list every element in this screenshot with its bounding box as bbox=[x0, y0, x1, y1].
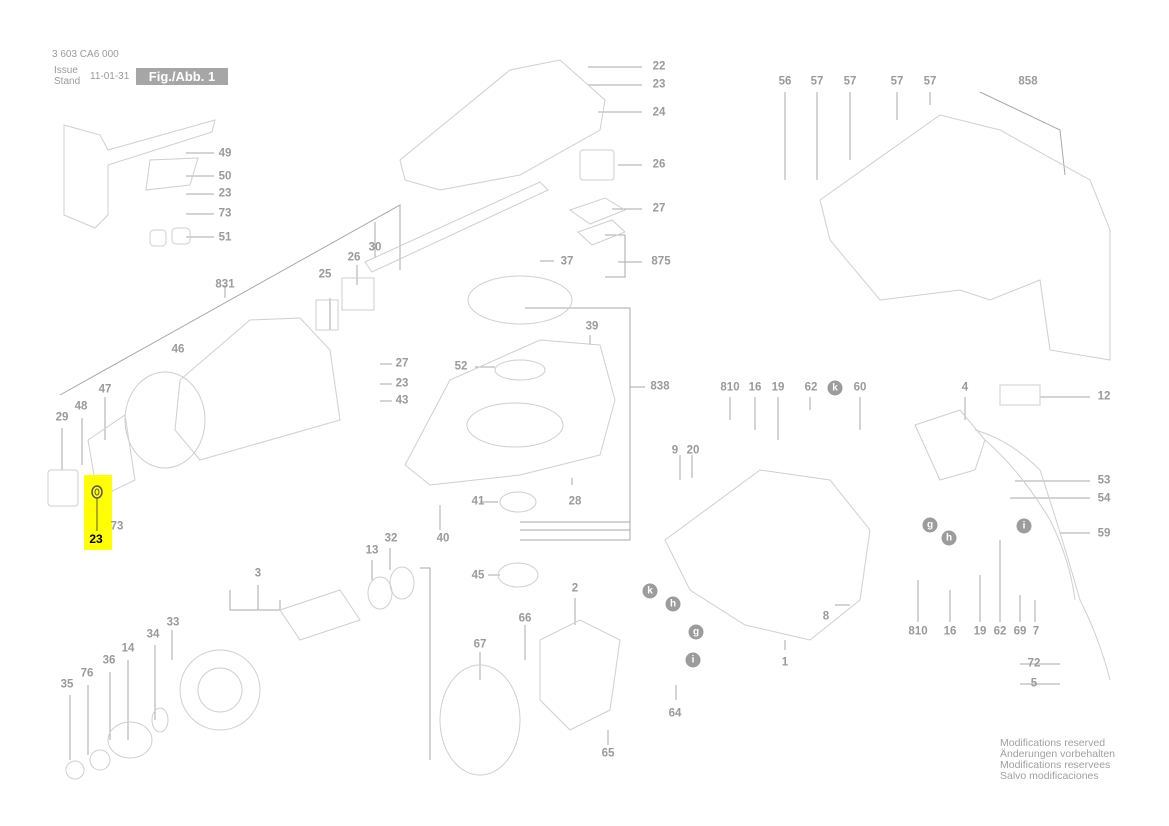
wire-code-badge: k bbox=[642, 583, 658, 599]
part-label: 66 bbox=[518, 612, 532, 625]
part-label: 33 bbox=[166, 616, 180, 629]
part-label: 64 bbox=[668, 707, 682, 720]
wire-code-badge: h bbox=[941, 530, 957, 546]
part-label: 36 bbox=[102, 654, 116, 667]
part-label: 20 bbox=[686, 444, 700, 457]
part-label: 8 bbox=[822, 610, 830, 623]
part-label: 45 bbox=[471, 569, 485, 582]
part-label: 27 bbox=[395, 357, 409, 370]
part-label: 2 bbox=[571, 582, 579, 595]
part-label: 838 bbox=[650, 380, 670, 393]
document-number: 3 603 CA6 000 bbox=[52, 49, 119, 60]
part-label: 48 bbox=[74, 400, 88, 413]
part-label: 858 bbox=[1018, 75, 1038, 88]
stand-label: Stand bbox=[54, 76, 81, 87]
part-label: 57 bbox=[923, 75, 937, 88]
wire-code-badge: g bbox=[688, 624, 704, 640]
highlighted-part-number: 23 bbox=[89, 532, 103, 546]
part-label: 40 bbox=[436, 532, 450, 545]
part-label: 24 bbox=[652, 106, 666, 119]
part-label: 60 bbox=[853, 381, 867, 394]
part-label: 59 bbox=[1097, 527, 1111, 540]
part-label: 65 bbox=[601, 747, 615, 760]
part-label: 39 bbox=[585, 320, 599, 333]
notice-line: Modifications reservees bbox=[1000, 759, 1111, 771]
part-label: 28 bbox=[568, 495, 582, 508]
highlight-part-shape bbox=[91, 485, 103, 531]
part-label: 34 bbox=[146, 628, 160, 641]
part-label: 52 bbox=[454, 360, 468, 373]
notice-line: Modifications reserved bbox=[1000, 737, 1106, 749]
part-label: 50 bbox=[218, 170, 232, 183]
part-label: 19 bbox=[771, 381, 785, 394]
part-label: 73 bbox=[218, 207, 232, 220]
part-label: 7 bbox=[1032, 625, 1040, 638]
part-label: 23 bbox=[218, 187, 232, 200]
issue-label: Issue bbox=[54, 65, 78, 76]
part-label: 73 bbox=[110, 520, 124, 533]
part-label: 49 bbox=[218, 147, 232, 160]
part-label: 76 bbox=[80, 667, 94, 680]
part-label: 57 bbox=[810, 75, 824, 88]
modifications-notice: Modifications reserved Änderungen vorbeh… bbox=[1000, 738, 1115, 782]
part-label: 29 bbox=[55, 411, 69, 424]
part-label: 56 bbox=[778, 75, 792, 88]
part-label: 54 bbox=[1097, 492, 1111, 505]
part-label: 16 bbox=[943, 625, 957, 638]
part-label: 26 bbox=[652, 158, 666, 171]
part-label: 47 bbox=[98, 383, 112, 396]
part-label: 23 bbox=[395, 377, 409, 390]
part-label: 4 bbox=[961, 381, 969, 394]
part-label: 22 bbox=[652, 60, 666, 73]
part-label: 3 bbox=[254, 567, 262, 580]
part-label: 62 bbox=[804, 381, 818, 394]
part-label: 30 bbox=[368, 241, 382, 254]
part-label: 14 bbox=[121, 642, 135, 655]
figure-label: Fig./Abb. 1 bbox=[136, 68, 228, 85]
part-label: 1 bbox=[781, 656, 789, 669]
highlighted-part-marker bbox=[84, 475, 112, 550]
wire-code-badge: i bbox=[1016, 518, 1032, 534]
part-label: 25 bbox=[318, 268, 332, 281]
part-label: 35 bbox=[60, 678, 74, 691]
part-label: 51 bbox=[218, 231, 232, 244]
part-label: 26 bbox=[347, 251, 361, 264]
part-label: 16 bbox=[748, 381, 762, 394]
notice-line: Salvo modificaciones bbox=[1000, 770, 1099, 782]
part-label: 5 bbox=[1030, 677, 1038, 690]
part-label: 27 bbox=[652, 202, 666, 215]
part-label: 62 bbox=[993, 625, 1007, 638]
part-label: 37 bbox=[560, 255, 574, 268]
part-label: 32 bbox=[384, 532, 398, 545]
part-label: 53 bbox=[1097, 474, 1111, 487]
part-label: 69 bbox=[1013, 625, 1027, 638]
part-label: 57 bbox=[843, 75, 857, 88]
issue-date: 11-01-31 bbox=[90, 71, 130, 82]
part-label: 43 bbox=[395, 394, 409, 407]
part-label: 72 bbox=[1027, 657, 1041, 670]
part-label: 831 bbox=[215, 278, 235, 291]
part-label: 810 bbox=[908, 625, 928, 638]
part-label: 46 bbox=[171, 343, 185, 356]
wire-code-badge: h bbox=[665, 596, 681, 612]
part-label: 9 bbox=[671, 444, 679, 457]
part-label: 810 bbox=[720, 381, 740, 394]
part-label: 12 bbox=[1097, 390, 1111, 403]
wire-code-badge: g bbox=[922, 517, 938, 533]
notice-line: Änderungen vorbehalten bbox=[1000, 748, 1116, 760]
part-label: 23 bbox=[652, 78, 666, 91]
part-label: 13 bbox=[365, 544, 379, 557]
part-label: 41 bbox=[471, 495, 485, 508]
part-label: 67 bbox=[473, 638, 487, 651]
wire-code-badge: k bbox=[827, 380, 843, 396]
wire-code-badge: i bbox=[685, 652, 701, 668]
part-label: 19 bbox=[973, 625, 987, 638]
part-label: 57 bbox=[890, 75, 904, 88]
part-label: 875 bbox=[651, 255, 671, 268]
